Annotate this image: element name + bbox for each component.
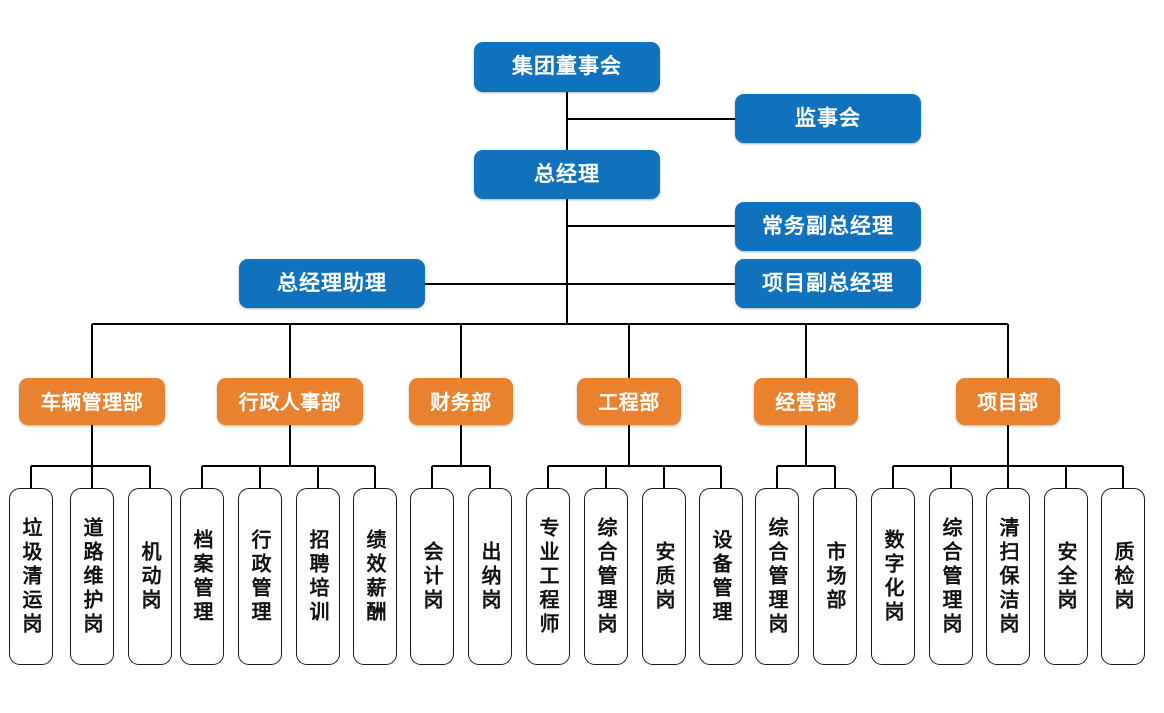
post-label: 出纳岗 <box>478 540 502 613</box>
post-box[interactable]: 设备管理 <box>699 488 743 665</box>
post-label: 行政管理 <box>248 528 272 625</box>
department-label: 车辆管理部 <box>40 389 144 414</box>
post-label: 道路维护岗 <box>80 516 104 637</box>
department-vehicle-management[interactable]: 车辆管理部 <box>19 378 165 425</box>
post-box[interactable]: 清扫保洁岗 <box>986 488 1030 665</box>
post-box[interactable]: 数字化岗 <box>871 488 915 665</box>
department-label: 工程部 <box>598 389 660 414</box>
post-label: 设备管理 <box>709 528 733 625</box>
department-label: 行政人事部 <box>238 389 342 414</box>
node-label: 项目副总经理 <box>762 270 894 295</box>
department-label: 项目部 <box>977 389 1039 414</box>
post-label: 安全岗 <box>1054 540 1078 613</box>
post-label: 质检岗 <box>1111 540 1135 613</box>
post-box[interactable]: 机动岗 <box>128 488 172 665</box>
department-label: 财务部 <box>430 389 492 414</box>
node-board-of-directors[interactable]: 集团董事会 <box>474 42 660 92</box>
post-box[interactable]: 垃圾清运岗 <box>9 488 53 665</box>
post-label: 市场部 <box>823 540 847 613</box>
post-label: 绩效薪酬 <box>363 528 387 625</box>
department-project[interactable]: 项目部 <box>956 378 1060 425</box>
node-project-vice-president[interactable]: 项目副总经理 <box>735 259 921 308</box>
post-box[interactable]: 综合管理岗 <box>929 488 973 665</box>
post-label: 档案管理 <box>190 528 214 625</box>
node-general-manager-assistant[interactable]: 总经理助理 <box>239 259 425 308</box>
node-label: 总经理助理 <box>277 270 387 295</box>
post-label: 综合管理岗 <box>594 516 618 637</box>
post-box[interactable]: 招聘培训 <box>296 488 340 665</box>
post-box[interactable]: 专业工程师 <box>526 488 570 665</box>
node-executive-vice-president[interactable]: 常务副总经理 <box>735 202 921 251</box>
post-box[interactable]: 质检岗 <box>1101 488 1145 665</box>
post-box[interactable]: 会计岗 <box>410 488 454 665</box>
post-box[interactable]: 安全岗 <box>1044 488 1088 665</box>
department-engineering[interactable]: 工程部 <box>577 378 681 425</box>
post-label: 会计岗 <box>420 540 444 613</box>
post-box[interactable]: 综合管理岗 <box>755 488 799 665</box>
node-label: 常务副总经理 <box>762 213 894 238</box>
post-label: 综合管理岗 <box>765 516 789 637</box>
department-administration-hr[interactable]: 行政人事部 <box>217 378 363 425</box>
post-label: 垃圾清运岗 <box>19 516 43 637</box>
node-label: 监事会 <box>795 105 861 130</box>
post-box[interactable]: 行政管理 <box>238 488 282 665</box>
post-box[interactable]: 出纳岗 <box>468 488 512 665</box>
post-box[interactable]: 道路维护岗 <box>70 488 114 665</box>
node-label: 总经理 <box>534 161 600 186</box>
post-label: 招聘培训 <box>306 528 330 625</box>
post-box[interactable]: 安质岗 <box>642 488 686 665</box>
post-label: 专业工程师 <box>536 516 560 637</box>
node-label: 集团董事会 <box>512 54 622 79</box>
post-box[interactable]: 绩效薪酬 <box>353 488 397 665</box>
node-general-manager[interactable]: 总经理 <box>474 150 660 199</box>
department-label: 经营部 <box>775 389 837 414</box>
post-label: 清扫保洁岗 <box>996 516 1020 637</box>
node-supervisory-board[interactable]: 监事会 <box>735 94 921 143</box>
post-label: 数字化岗 <box>881 528 905 625</box>
department-finance[interactable]: 财务部 <box>409 378 513 425</box>
post-label: 综合管理岗 <box>939 516 963 637</box>
post-label: 机动岗 <box>138 540 162 613</box>
post-box[interactable]: 市场部 <box>813 488 857 665</box>
post-box[interactable]: 档案管理 <box>180 488 224 665</box>
post-label: 安质岗 <box>652 540 676 613</box>
post-box[interactable]: 综合管理岗 <box>584 488 628 665</box>
department-operations[interactable]: 经营部 <box>754 378 858 425</box>
